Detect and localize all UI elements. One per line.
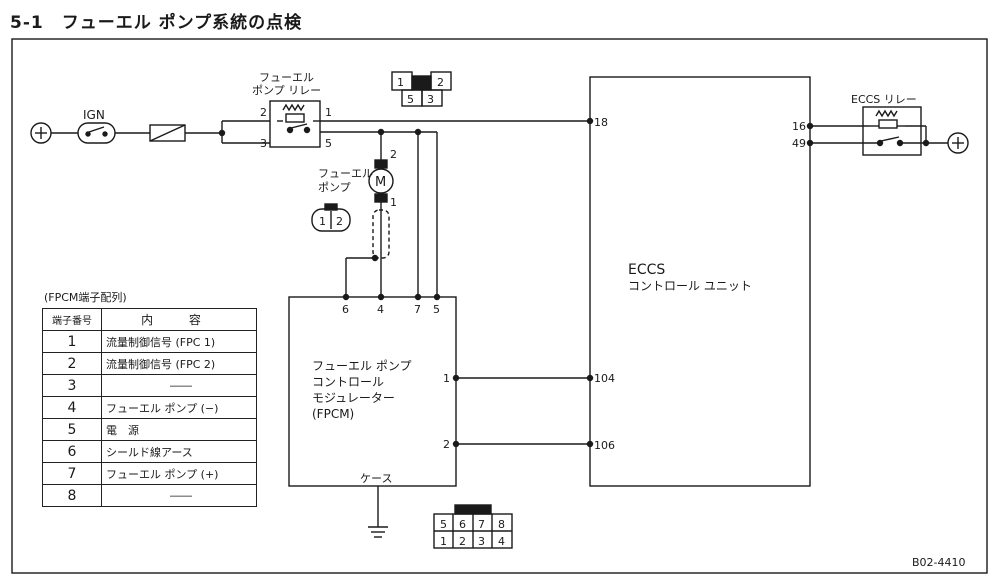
diagram-label: 1 — [325, 106, 332, 119]
table-row: 3―― — [42, 374, 257, 397]
ground-icon — [368, 526, 388, 538]
ign-label: IGN — [83, 108, 105, 122]
diagram-label: 5 — [325, 137, 332, 150]
diagram-label: 1 — [440, 535, 447, 548]
diagram-label: 2 — [260, 106, 267, 119]
terminal-number: 6 — [42, 440, 102, 463]
terminal-number: 4 — [42, 396, 102, 419]
diagram-label: 4 — [498, 535, 505, 548]
diagram-label: ポンプ — [318, 181, 351, 194]
fuel-pump-motor — [368, 168, 394, 194]
diagram-label: 49 — [792, 137, 806, 150]
terminal-number: 8 — [42, 484, 102, 507]
diagram-label: フューエル — [259, 71, 314, 84]
terminal-number: 3 — [42, 374, 102, 397]
diagram-label: 1 — [319, 215, 326, 228]
diagram-code: B02-4410 — [912, 556, 966, 569]
diagram-frame — [11, 38, 988, 574]
diagram-label: 104 — [594, 372, 615, 385]
diagram-label: 2 — [443, 438, 450, 451]
terminal-description: 流量制御信号 (FPC 1) — [101, 330, 257, 353]
terminal-description: シールド線アース — [101, 440, 257, 463]
diagram-label: 5 — [407, 93, 414, 106]
diagram-label: ポンプ リレー — [252, 84, 321, 97]
diagram-label: 1 — [390, 196, 397, 209]
diagram-label: フューエル — [318, 167, 373, 180]
diagram-label: 7 — [414, 303, 421, 316]
diagram-label: 2 — [390, 148, 397, 161]
terminal-description: ―― — [101, 484, 257, 507]
fpcm-connector-icon: 5 6 7 8 1 2 3 4 — [433, 504, 513, 549]
diagram-label: フューエル ポンプ — [312, 359, 411, 373]
diagram-label: ケース — [360, 472, 392, 485]
diagram-label: コントロール — [312, 375, 384, 389]
terminal-number: 7 — [42, 462, 102, 485]
page-title: 5-1 フューエル ポンプ系統の点検 — [10, 13, 303, 33]
diagram-label: 5 — [433, 303, 440, 316]
diagram-label: M — [375, 175, 386, 190]
terminal-description: フューエル ポンプ (+) — [101, 462, 257, 485]
diagram-label: 18 — [594, 116, 608, 129]
diagram-label: 3 — [260, 137, 267, 150]
diagram-label: 6 — [459, 518, 466, 531]
diagram-label: ECCS — [628, 262, 665, 278]
diagram-label: 2 — [336, 215, 343, 228]
diagram-label: 7 — [478, 518, 485, 531]
diagram-label: モジュレーター — [312, 391, 395, 405]
ign-switch — [77, 122, 116, 144]
diagram-label: コントロール ユニット — [628, 279, 752, 293]
diagram-label: (FPCM) — [312, 407, 354, 421]
eccs-control-unit — [589, 76, 811, 487]
fuel-pump-relay — [269, 100, 321, 148]
relay-connector-icon: 1 2 5 3 — [391, 71, 452, 107]
diagram-label: 8 — [498, 518, 505, 531]
diagram-label: 1 — [397, 76, 404, 89]
pump-connector-icon: 1 2 — [311, 203, 351, 232]
diagram-label: 4 — [377, 303, 384, 316]
diagram-label: 2 — [437, 76, 444, 89]
battery-plus-right-symbol — [947, 132, 969, 154]
diagram-label: 106 — [594, 439, 615, 452]
diagram-label: 5 — [440, 518, 447, 531]
diagram-label: ECCS リレー — [851, 93, 917, 106]
table-caption: (FPCM端子配列) — [44, 291, 127, 304]
diagram-label: 3 — [427, 93, 434, 106]
terminal-number: 5 — [42, 418, 102, 441]
diagram-label: 2 — [459, 535, 466, 548]
header-terminal-no: 端子番号 — [42, 308, 102, 331]
terminal-number: 2 — [42, 352, 102, 375]
terminal-number: 1 — [42, 330, 102, 353]
terminal-description: 電 源 — [101, 418, 257, 441]
fpcm-module — [288, 296, 457, 487]
diagram-label: 6 — [342, 303, 349, 316]
terminal-description: ―― — [101, 374, 257, 397]
table-row: 8―― — [42, 484, 257, 507]
diagram-label: 16 — [792, 120, 806, 133]
diagram-label: 3 — [478, 535, 485, 548]
terminal-description: 流量制御信号 (FPC 2) — [101, 352, 257, 375]
terminal-description: フューエル ポンプ (−) — [101, 396, 257, 419]
header-content: 内 容 — [101, 308, 257, 331]
eccs-relay — [862, 106, 922, 156]
diagram-label: 1 — [443, 372, 450, 385]
